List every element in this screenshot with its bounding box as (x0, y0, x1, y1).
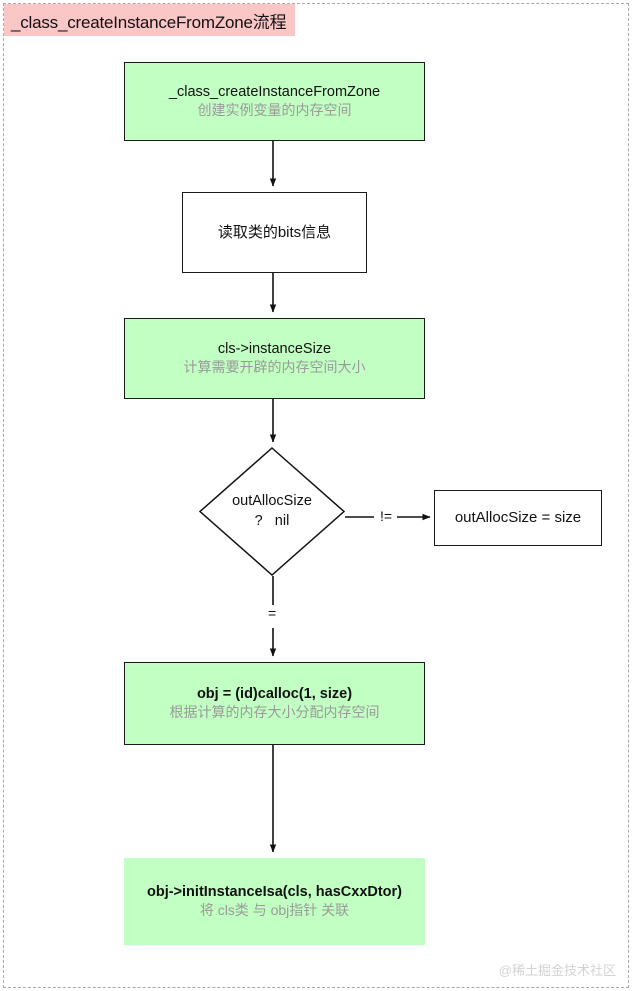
node-title: outAllocSize (232, 492, 312, 509)
node-title: cls->instanceSize (217, 340, 332, 357)
node-title: 读取类的bits信息 (217, 223, 332, 241)
node-class-create-instance-from-zone[interactable]: _class_createInstanceFromZone 创建实例变量的内存空… (124, 62, 425, 141)
page-title-banner: _class_createInstanceFromZone流程 (4, 4, 296, 36)
diamond-shape (199, 447, 345, 576)
edge-label-equal: = (266, 605, 279, 621)
node-title: outAllocSize = size (454, 509, 582, 527)
node-subtitle: ? nil (254, 512, 290, 529)
page-title: _class_createInstanceFromZone流程 (11, 12, 287, 32)
decision-label-wrap: outAllocSize ? nil (199, 447, 345, 576)
node-set-outallocsize[interactable]: outAllocSize = size (434, 490, 602, 546)
node-subtitle: 计算需要开辟的内存空间大小 (183, 359, 366, 376)
node-title: obj->initInstanceIsa(cls, hasCxxDtor) (146, 883, 403, 900)
node-cls-instance-size[interactable]: cls->instanceSize 计算需要开辟的内存空间大小 (124, 318, 425, 399)
node-init-instance-isa[interactable]: obj->initInstanceIsa(cls, hasCxxDtor) 将 … (124, 858, 425, 945)
node-subtitle: 根据计算的内存大小分配内存空间 (169, 704, 380, 721)
node-subtitle: 创建实例变量的内存空间 (197, 102, 352, 119)
node-title: obj = (id)calloc(1, size) (196, 685, 353, 702)
watermark: @稀土掘金技术社区 (498, 963, 616, 978)
edge-label-not-equal: != (378, 508, 395, 524)
node-read-class-bits[interactable]: 读取类的bits信息 (182, 192, 367, 273)
node-subtitle: 将 cls类 与 obj指针 关联 (199, 902, 350, 919)
node-title: _class_createInstanceFromZone (168, 83, 381, 100)
node-calloc[interactable]: obj = (id)calloc(1, size) 根据计算的内存大小分配内存空… (124, 662, 425, 745)
node-decision-outallocsize[interactable]: outAllocSize ? nil (199, 447, 345, 576)
